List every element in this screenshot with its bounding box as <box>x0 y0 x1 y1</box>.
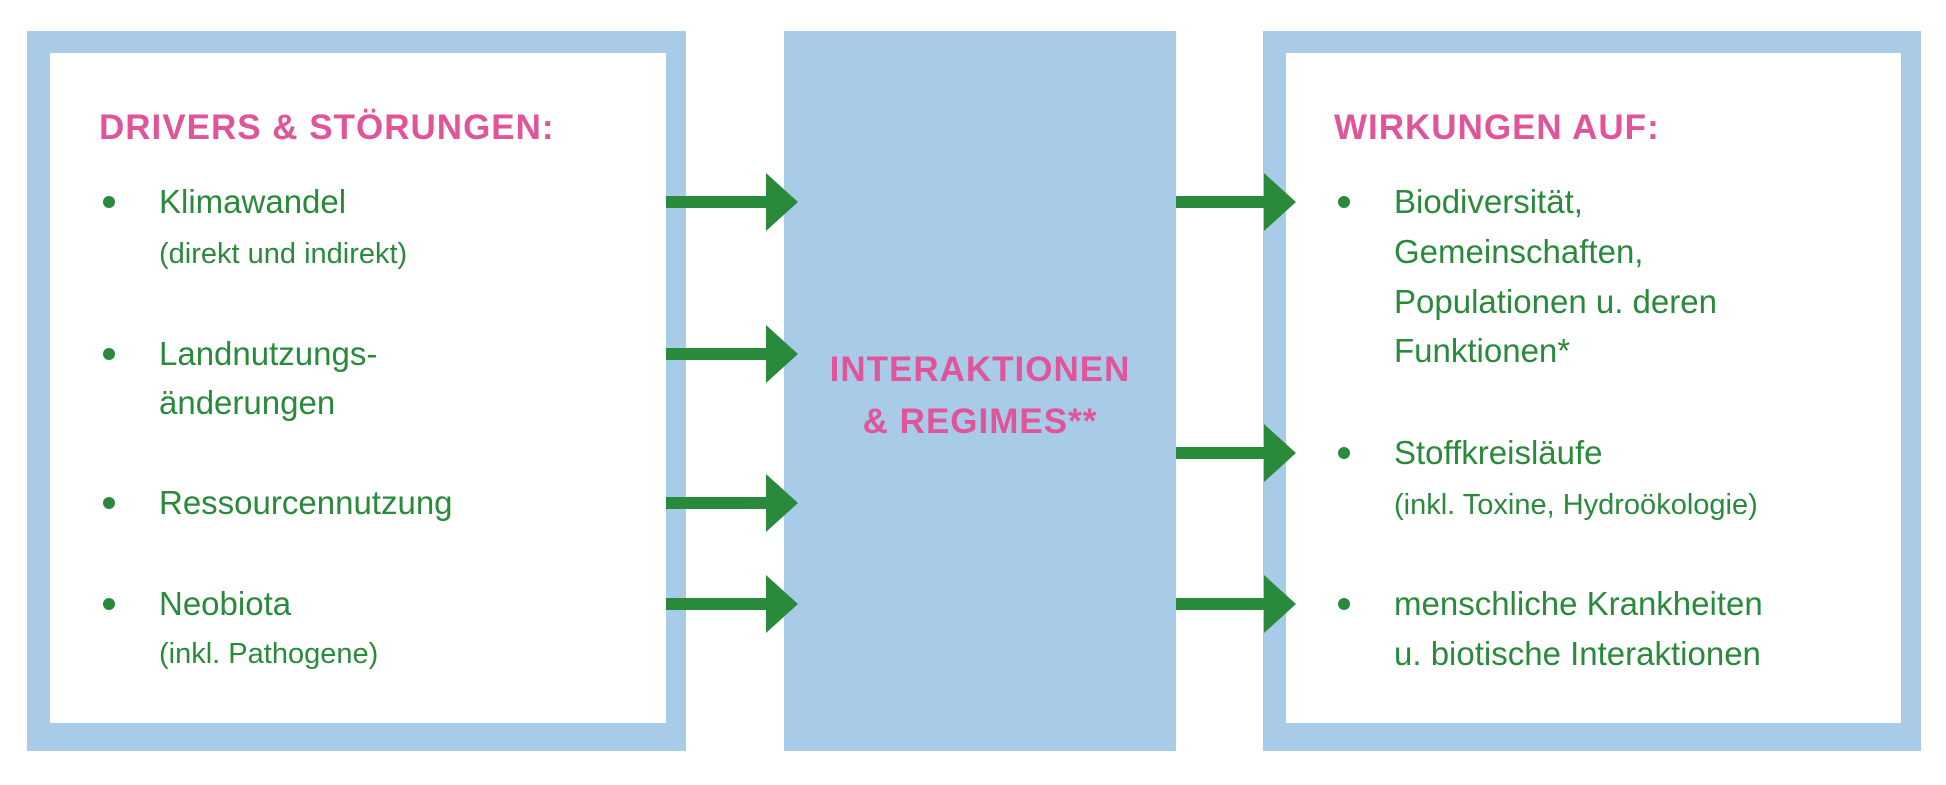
driver-neobiota: Neobiota <box>159 585 292 622</box>
interactions-label: INTERAKTIONEN & REGIMES** <box>784 344 1176 448</box>
effects-box-inner <box>1286 53 1901 723</box>
drivers-heading: DRIVERS & STÖRUNGEN: <box>99 108 555 147</box>
effect-cycles: Stoffkreisläufe <box>1394 434 1603 471</box>
effects-heading: WIRKUNGEN AUF: <box>1334 108 1660 147</box>
arrow-right-icon <box>666 173 798 231</box>
arrow-right-icon <box>666 474 798 532</box>
bullet-icon <box>1338 447 1350 459</box>
bullet-icon <box>1338 196 1350 208</box>
interactions-line-2: & REGIMES** <box>862 402 1098 441</box>
effect-biodiversity-4: Funktionen* <box>1394 332 1571 369</box>
effect-diseases-1: menschliche Krankheiten <box>1394 585 1763 622</box>
effect-diseases-2: u. biotische Interaktionen <box>1394 635 1761 672</box>
bullet-icon <box>1338 598 1350 610</box>
driver-climate-note: (direkt und indirekt) <box>159 238 408 270</box>
driver-climate: Klimawandel <box>159 183 347 220</box>
arrow-right-icon <box>1176 575 1296 633</box>
bullet-icon <box>103 497 115 509</box>
driver-neobiota-note: (inkl. Pathogene) <box>159 638 379 670</box>
arrow-right-icon <box>666 575 798 633</box>
arrow-right-icon <box>1176 173 1296 231</box>
interactions-box <box>784 31 1176 751</box>
arrow-right-icon <box>1176 424 1296 482</box>
effect-biodiversity-3: Populationen u. deren <box>1394 283 1717 320</box>
bullet-icon <box>103 196 115 208</box>
bullet-icon <box>103 348 115 360</box>
interactions-line-1: INTERAKTIONEN <box>829 350 1131 389</box>
arrow-right-icon <box>666 325 798 383</box>
drivers-box-inner <box>50 53 666 723</box>
effect-biodiversity-2: Gemeinschaften, <box>1394 233 1644 270</box>
effect-cycles-note: (inkl. Toxine, Hydroökologie) <box>1394 489 1758 521</box>
driver-landuse-2: änderungen <box>159 384 336 421</box>
driver-landuse-1: Landnutzungs- <box>159 335 378 372</box>
driver-resources: Ressourcennutzung <box>159 484 453 521</box>
bullet-icon <box>103 598 115 610</box>
effect-biodiversity-1: Biodiversität, <box>1394 183 1583 220</box>
